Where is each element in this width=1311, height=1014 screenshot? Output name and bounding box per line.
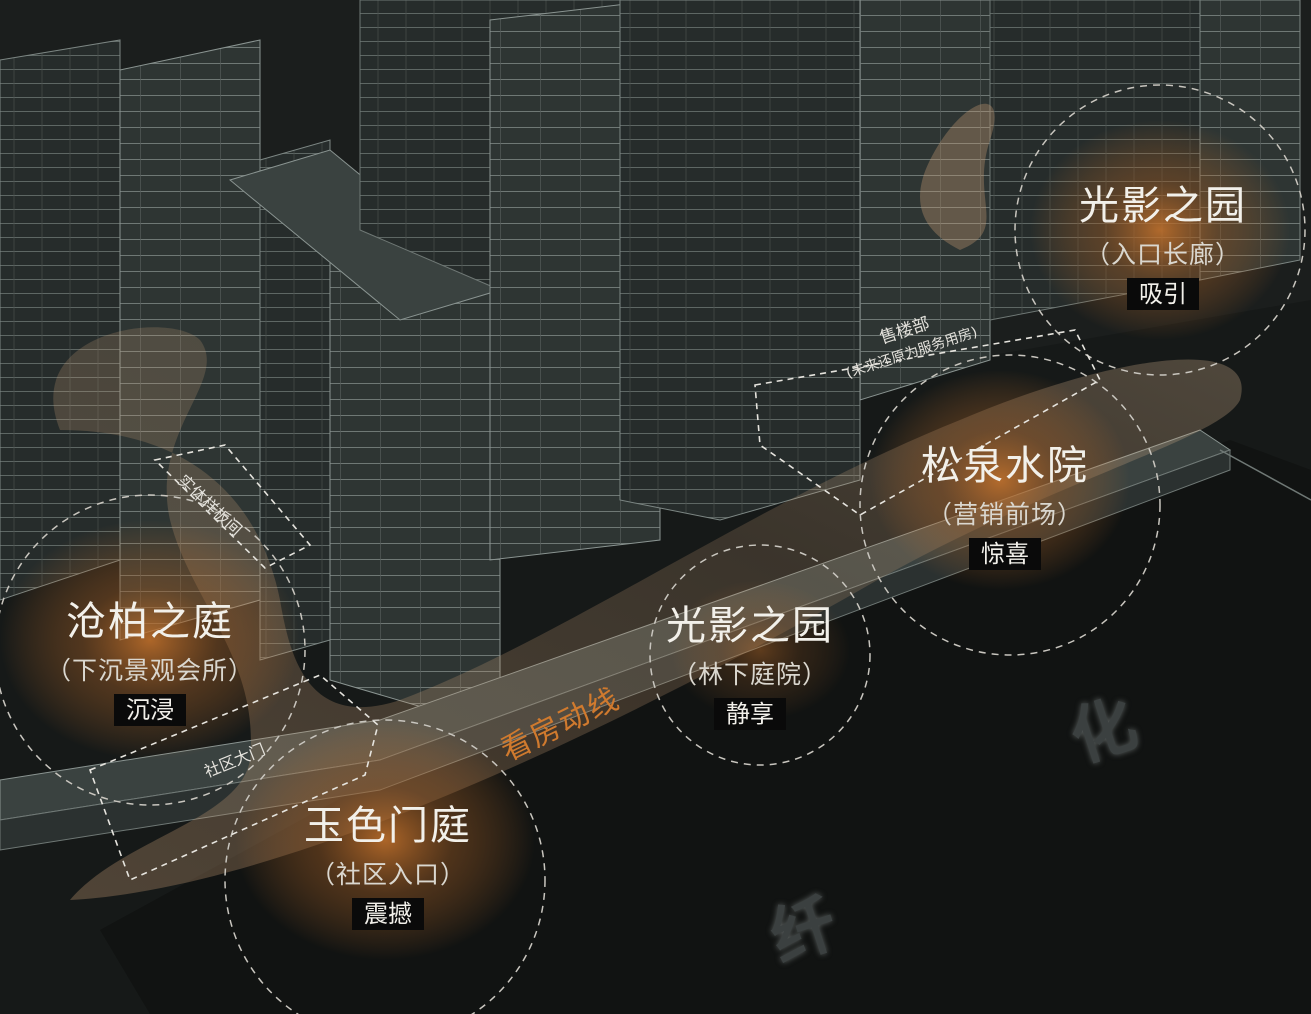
- node-tag: 静享: [714, 698, 786, 730]
- zone-outlines: [88, 329, 1102, 882]
- node-tag: 震撼: [352, 898, 424, 930]
- node-songquan: 松泉水院 （营销前场） 惊喜: [921, 444, 1089, 570]
- node-title: 光影之园: [666, 603, 834, 649]
- node-glows: [0, 120, 1290, 960]
- node-subtitle: （入口长廊）: [1084, 240, 1241, 269]
- node-yuse: 玉色门庭 （社区入口） 震撼: [304, 804, 472, 930]
- node-title: 玉色门庭: [304, 803, 472, 849]
- node-title: 光影之园: [1079, 183, 1247, 229]
- node-subtitle: （营销前场）: [926, 500, 1083, 529]
- node-subtitle: （社区入口）: [309, 860, 466, 889]
- node-title: 松泉水院: [921, 443, 1089, 489]
- node-guangying-courtyard: 光影之园 （林下庭院） 静享: [666, 604, 834, 730]
- node-guangying-entrance: 光影之园 （入口长廊） 吸引: [1079, 184, 1247, 310]
- node-cangbai: 沧柏之庭 （下沉景观会所） 沉浸: [46, 600, 254, 726]
- node-tag: 惊喜: [969, 538, 1041, 570]
- node-subtitle: （下沉景观会所）: [45, 656, 255, 685]
- node-rings: [0, 84, 1306, 1014]
- node-tag: 沉浸: [113, 694, 186, 726]
- node-subtitle: （林下庭院）: [671, 660, 828, 689]
- node-title: 沧柏之庭: [65, 599, 234, 645]
- node-tag: 吸引: [1127, 278, 1199, 310]
